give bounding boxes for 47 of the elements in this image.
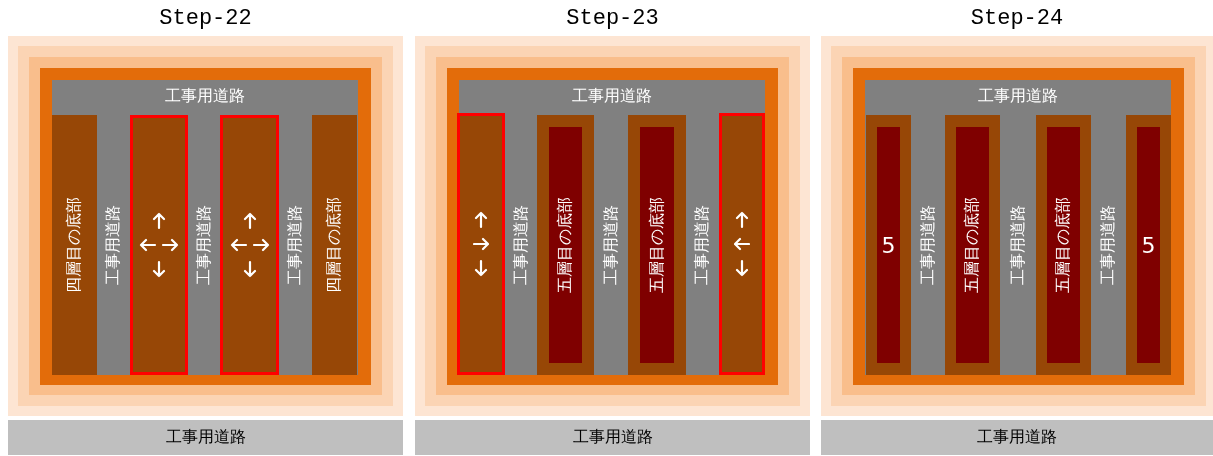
road-label: 工事用道路 bbox=[165, 427, 246, 448]
area-label: 四層目の底部 bbox=[64, 197, 84, 293]
road-label: 工事用道路 bbox=[572, 85, 652, 107]
excavation-strip bbox=[1126, 115, 1171, 375]
area-label: 五層目の底部 bbox=[555, 197, 575, 293]
road-label: 工事用道路 bbox=[1098, 205, 1118, 285]
excavation-strip bbox=[52, 115, 97, 375]
road-label: 工事用道路 bbox=[103, 205, 123, 285]
excavation-strip bbox=[457, 113, 505, 375]
area-label: 5 bbox=[881, 232, 896, 258]
excavation-strip bbox=[537, 115, 594, 375]
road-label: 工事用道路 bbox=[692, 205, 712, 285]
excavation-strip bbox=[220, 115, 279, 375]
excavation-floor bbox=[956, 127, 989, 363]
road-label: 工事用道路 bbox=[978, 85, 1058, 107]
excavation-strip bbox=[312, 115, 357, 375]
step-title: Step-24 bbox=[969, 6, 1065, 31]
excavation-floor bbox=[877, 127, 900, 363]
area-label: 五層目の底部 bbox=[962, 197, 982, 293]
road-label: 工事用道路 bbox=[600, 205, 621, 285]
excavation-strip bbox=[719, 113, 765, 375]
area-label: 五層目の底部 bbox=[1053, 197, 1073, 293]
road-label: 工事用道路 bbox=[572, 427, 653, 448]
road-strip bbox=[415, 420, 810, 455]
excavation-strip bbox=[945, 115, 1000, 375]
area-label: 五層目の底部 bbox=[646, 197, 667, 293]
excavation-strip bbox=[130, 115, 188, 375]
excavation-floor bbox=[1137, 127, 1160, 363]
step-title: Step-22 bbox=[158, 6, 253, 31]
road-label: 工事用道路 bbox=[1007, 205, 1028, 285]
excavation-floor bbox=[1047, 127, 1080, 363]
excavation-floor bbox=[549, 127, 582, 363]
excavation-strip bbox=[628, 115, 686, 375]
excavation-floor bbox=[640, 127, 674, 363]
road-label: 工事用道路 bbox=[165, 85, 245, 107]
area-label: 5 bbox=[1141, 232, 1156, 258]
road-label: 工事用道路 bbox=[510, 205, 531, 285]
excavation-strip bbox=[866, 115, 911, 375]
area-label: 四層目の底部 bbox=[324, 197, 344, 293]
road-label: 工事用道路 bbox=[193, 205, 214, 285]
road-label: 工事用道路 bbox=[977, 427, 1057, 448]
road-label: 工事用道路 bbox=[285, 205, 305, 285]
step-title: Step-23 bbox=[565, 6, 660, 31]
road-strip bbox=[821, 420, 1213, 455]
road-label: 工事用道路 bbox=[917, 205, 938, 285]
excavation-strip bbox=[1036, 115, 1091, 375]
road-strip bbox=[8, 420, 403, 455]
